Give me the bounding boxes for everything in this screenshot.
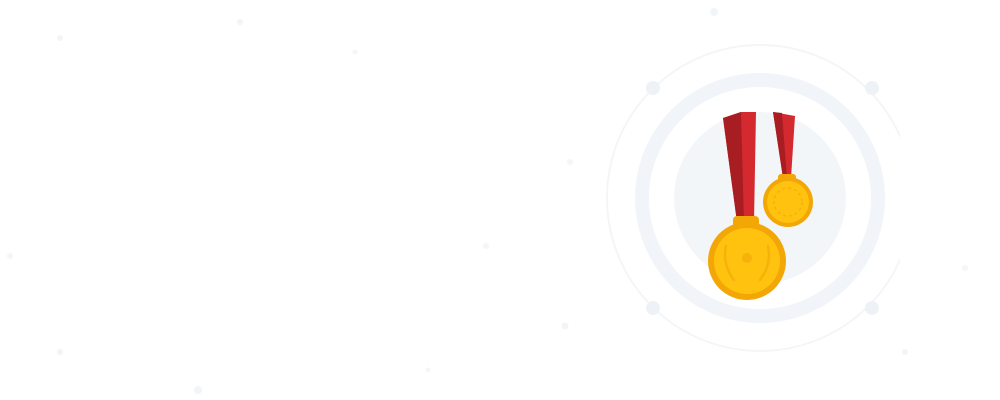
small-ribbon (773, 112, 795, 178)
middle-ring (635, 73, 885, 323)
bg-dot (902, 349, 908, 355)
bg-dot (425, 367, 431, 373)
bg-dot (7, 253, 13, 259)
bg-dot (352, 49, 358, 55)
medal-large-icon (708, 216, 786, 300)
bg-dot (57, 35, 63, 41)
medal-illustration (606, 44, 900, 352)
ring-dot (865, 81, 879, 95)
bg-dot (57, 349, 63, 355)
bg-dot (561, 322, 569, 330)
ring-dot (865, 301, 879, 315)
bg-dot (237, 19, 243, 25)
medal-emblem (600, 36, 900, 366)
bg-dot (962, 265, 968, 271)
bg-dot (194, 386, 202, 394)
bg-dot (483, 243, 489, 249)
bg-dot (567, 159, 573, 165)
bg-dot (710, 8, 718, 16)
ring-dot (646, 301, 660, 315)
large-ribbon (723, 112, 756, 222)
outer-ring (606, 44, 900, 352)
ring-dot (646, 81, 660, 95)
medal-small-icon (763, 174, 813, 227)
